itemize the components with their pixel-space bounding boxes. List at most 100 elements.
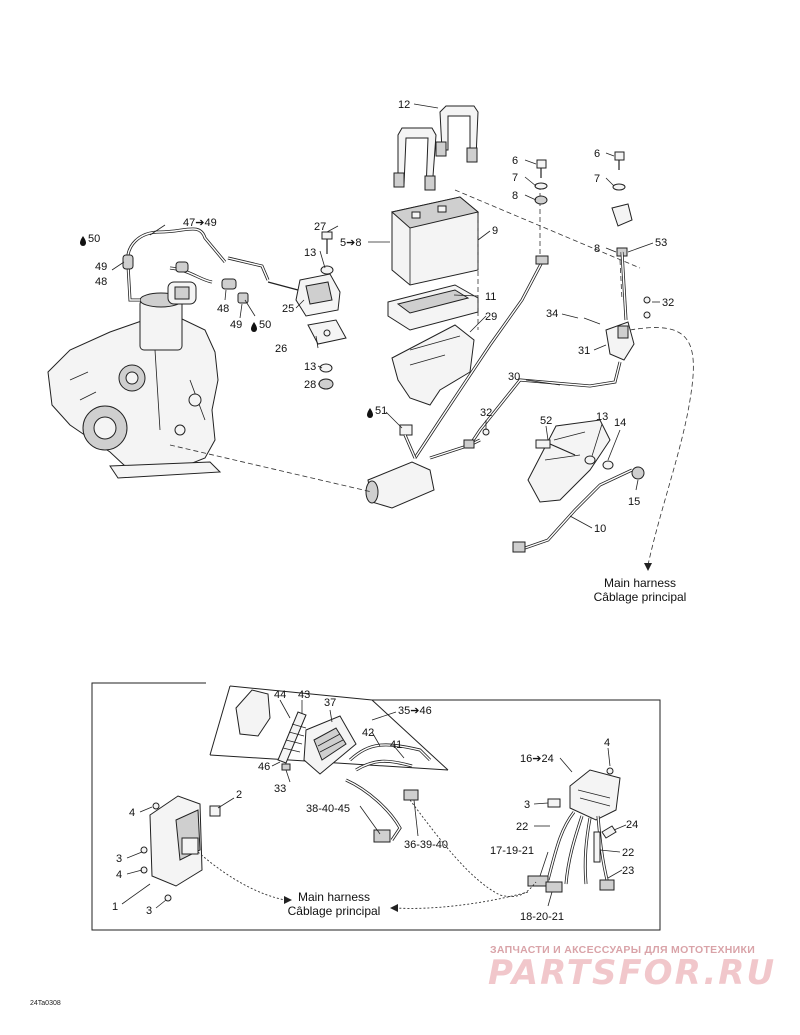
bottom-callout-labels: 44 43 37 35➔46 42 41 46 33 38-40-45 36-3… xyxy=(112,689,638,923)
label-17-19-21: 17-19-21 xyxy=(490,845,534,857)
label-47-49: 47➔49 xyxy=(183,217,217,229)
label-4a: 4 xyxy=(129,807,135,819)
label-6a: 6 xyxy=(512,155,518,167)
drop-icon xyxy=(80,236,86,246)
watermark-tagline: ЗАПЧАСТИ И АКСЕССУАРЫ ДЛЯ МОТОТЕХНИКИ xyxy=(490,944,756,956)
fuse-set xyxy=(277,711,307,771)
label-12: 12 xyxy=(398,99,410,111)
harness-lead-top xyxy=(629,327,694,571)
top-leader-lines xyxy=(111,103,660,529)
cable-30 xyxy=(468,361,622,446)
label-3c: 3 xyxy=(524,799,530,811)
hose-assembly xyxy=(122,227,270,304)
bolt-27 xyxy=(320,231,334,275)
label-2: 2 xyxy=(236,789,242,801)
main-harness-top-line2: Câblage principal xyxy=(594,590,687,604)
engine-assembly xyxy=(47,281,222,479)
battery-tray xyxy=(387,284,479,331)
label-48a: 48 xyxy=(95,276,107,288)
label-53: 53 xyxy=(655,237,667,249)
label-7a: 7 xyxy=(512,172,518,184)
battery-straps xyxy=(393,105,479,191)
battery xyxy=(390,196,480,286)
drop-icon xyxy=(251,322,257,332)
starter-motor xyxy=(365,424,481,509)
label-50a: 50 xyxy=(88,233,100,245)
label-44: 44 xyxy=(274,689,286,701)
label-18-20-21: 18-20-21 xyxy=(520,911,564,923)
lubricant-drop-icons xyxy=(80,236,373,418)
voltage-regulator xyxy=(547,767,621,821)
label-4b: 4 xyxy=(116,869,122,881)
diagram-code: 24Ta0308 xyxy=(30,1000,61,1007)
label-52: 52 xyxy=(540,415,552,427)
cable-29 xyxy=(413,255,549,459)
label-31: 31 xyxy=(578,345,590,357)
label-38-40-45: 38-40-45 xyxy=(306,803,350,815)
ground-cable-10 xyxy=(512,419,645,553)
label-27: 27 xyxy=(314,221,326,233)
fuse-box xyxy=(303,715,357,775)
label-29: 29 xyxy=(485,311,497,323)
label-32a: 32 xyxy=(662,297,674,309)
label-10: 10 xyxy=(594,523,606,535)
label-15: 15 xyxy=(628,496,640,508)
solenoid-relay xyxy=(583,251,651,361)
label-43: 43 xyxy=(298,689,310,701)
label-3a: 3 xyxy=(116,853,122,865)
label-37: 37 xyxy=(324,697,336,709)
label-49a: 49 xyxy=(95,261,107,273)
label-5-8: 5➔8 xyxy=(340,237,361,249)
label-4c: 4 xyxy=(604,737,610,749)
label-50b: 50 xyxy=(259,319,271,331)
main-harness-bottom-line1: Main harness xyxy=(298,890,370,904)
label-9: 9 xyxy=(492,225,498,237)
label-14: 14 xyxy=(614,417,626,429)
ignition-coil xyxy=(267,273,341,317)
label-30: 30 xyxy=(508,371,520,383)
label-11: 11 xyxy=(485,291,496,303)
label-28: 28 xyxy=(304,379,316,391)
label-51: 51 xyxy=(375,405,387,417)
battery-support xyxy=(391,324,475,406)
label-22a: 22 xyxy=(516,821,528,833)
regulator-wires xyxy=(527,811,617,893)
label-3b: 3 xyxy=(146,905,152,917)
label-24: 24 xyxy=(626,819,638,831)
label-7b: 7 xyxy=(594,173,600,185)
label-13b: 13 xyxy=(304,361,316,373)
watermark-brand: PARTSFOR.RU xyxy=(488,953,777,993)
harness-lead-bottom xyxy=(197,799,537,912)
label-34: 34 xyxy=(546,308,558,320)
label-26: 26 xyxy=(275,343,287,355)
label-33: 33 xyxy=(274,783,286,795)
harness-cables xyxy=(345,743,432,843)
label-36-39-40: 36-39-40 xyxy=(404,839,448,851)
main-harness-top-line1: Main harness xyxy=(604,576,676,590)
terminal-bolt-right xyxy=(611,151,633,257)
label-42: 42 xyxy=(362,727,374,739)
label-41: 41 xyxy=(390,739,402,751)
ecu-cover xyxy=(235,689,271,737)
label-48b: 48 xyxy=(217,303,229,315)
label-6b: 6 xyxy=(594,148,600,160)
label-35-46: 35➔46 xyxy=(398,705,432,717)
label-13c: 13 xyxy=(596,411,608,423)
label-25: 25 xyxy=(282,303,294,315)
main-harness-bottom-line2: Câblage principal xyxy=(288,904,381,918)
label-8b: 8 xyxy=(594,243,600,255)
label-46: 46 xyxy=(258,761,270,773)
label-49b: 49 xyxy=(230,319,242,331)
terminal-bolt-left xyxy=(534,159,548,205)
clip-2 xyxy=(209,805,221,817)
label-32b: 32 xyxy=(480,407,492,419)
bottom-leader-lines xyxy=(121,699,627,909)
label-8a: 8 xyxy=(512,190,518,202)
engine-ground-dash xyxy=(169,444,373,493)
top-callout-labels: 12 6 7 8 6 7 8 53 47➔49 50 49 48 27 5➔8 … xyxy=(88,99,674,535)
label-1: 1 xyxy=(112,901,118,913)
label-13a: 13 xyxy=(304,247,316,259)
label-16-24: 16➔24 xyxy=(520,753,554,765)
ecu-module xyxy=(140,795,203,902)
